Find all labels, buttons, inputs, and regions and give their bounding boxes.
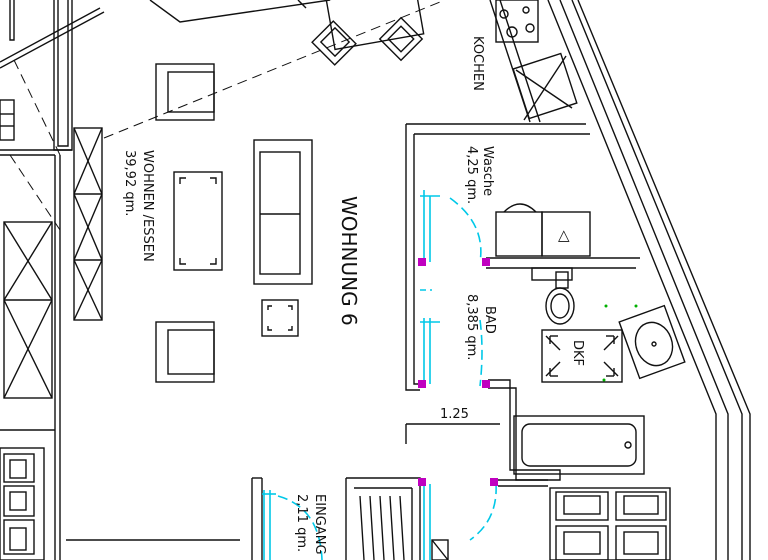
radiator-bottom-right xyxy=(498,479,671,560)
label-bad-name: BAD xyxy=(482,306,497,334)
label-wasche-name: Wasche xyxy=(480,146,495,196)
door-swings xyxy=(262,190,497,560)
label-wasche-area: 4,25 qm. xyxy=(464,146,479,204)
top-left-windows xyxy=(0,0,105,156)
label-door-width: 1.25 xyxy=(440,407,469,422)
armchair-bottom xyxy=(155,321,215,383)
kitchen-counter xyxy=(489,0,578,123)
label-kochen: KOCHEN xyxy=(470,36,485,91)
label-wohnung: WOHNUNG 6 xyxy=(337,196,361,326)
washbasin xyxy=(618,304,686,380)
left-wall xyxy=(0,155,61,560)
green-markers xyxy=(602,304,638,382)
bathtub xyxy=(513,415,645,475)
label-eingang-name: EINGANG xyxy=(312,494,327,555)
coffee-table xyxy=(173,171,223,271)
label-wohnen-area: 39,92 qm. xyxy=(122,150,137,216)
washer-dryer xyxy=(495,203,591,257)
armchair-top xyxy=(155,63,215,121)
dining-set xyxy=(149,0,425,66)
window-column xyxy=(73,127,103,321)
exterior-wall-right xyxy=(547,0,751,560)
label-bad-area: 8,385 qm. xyxy=(464,294,479,360)
toilet xyxy=(531,267,575,325)
label-dkf: DKF xyxy=(570,340,585,366)
shower-tray xyxy=(541,329,623,383)
bottom-left-fixtures xyxy=(0,447,240,560)
sofa xyxy=(253,139,313,285)
label-wohnen-name: WOHNEN /ESSEN xyxy=(140,150,155,262)
wall-joints xyxy=(418,258,498,486)
stair-hatch xyxy=(359,495,449,560)
label-eingang-area: 2,11 qm. xyxy=(294,494,309,552)
side-table xyxy=(261,299,299,337)
triangle-mark-icon: △ xyxy=(558,226,570,244)
dashed-guides xyxy=(9,1,441,231)
